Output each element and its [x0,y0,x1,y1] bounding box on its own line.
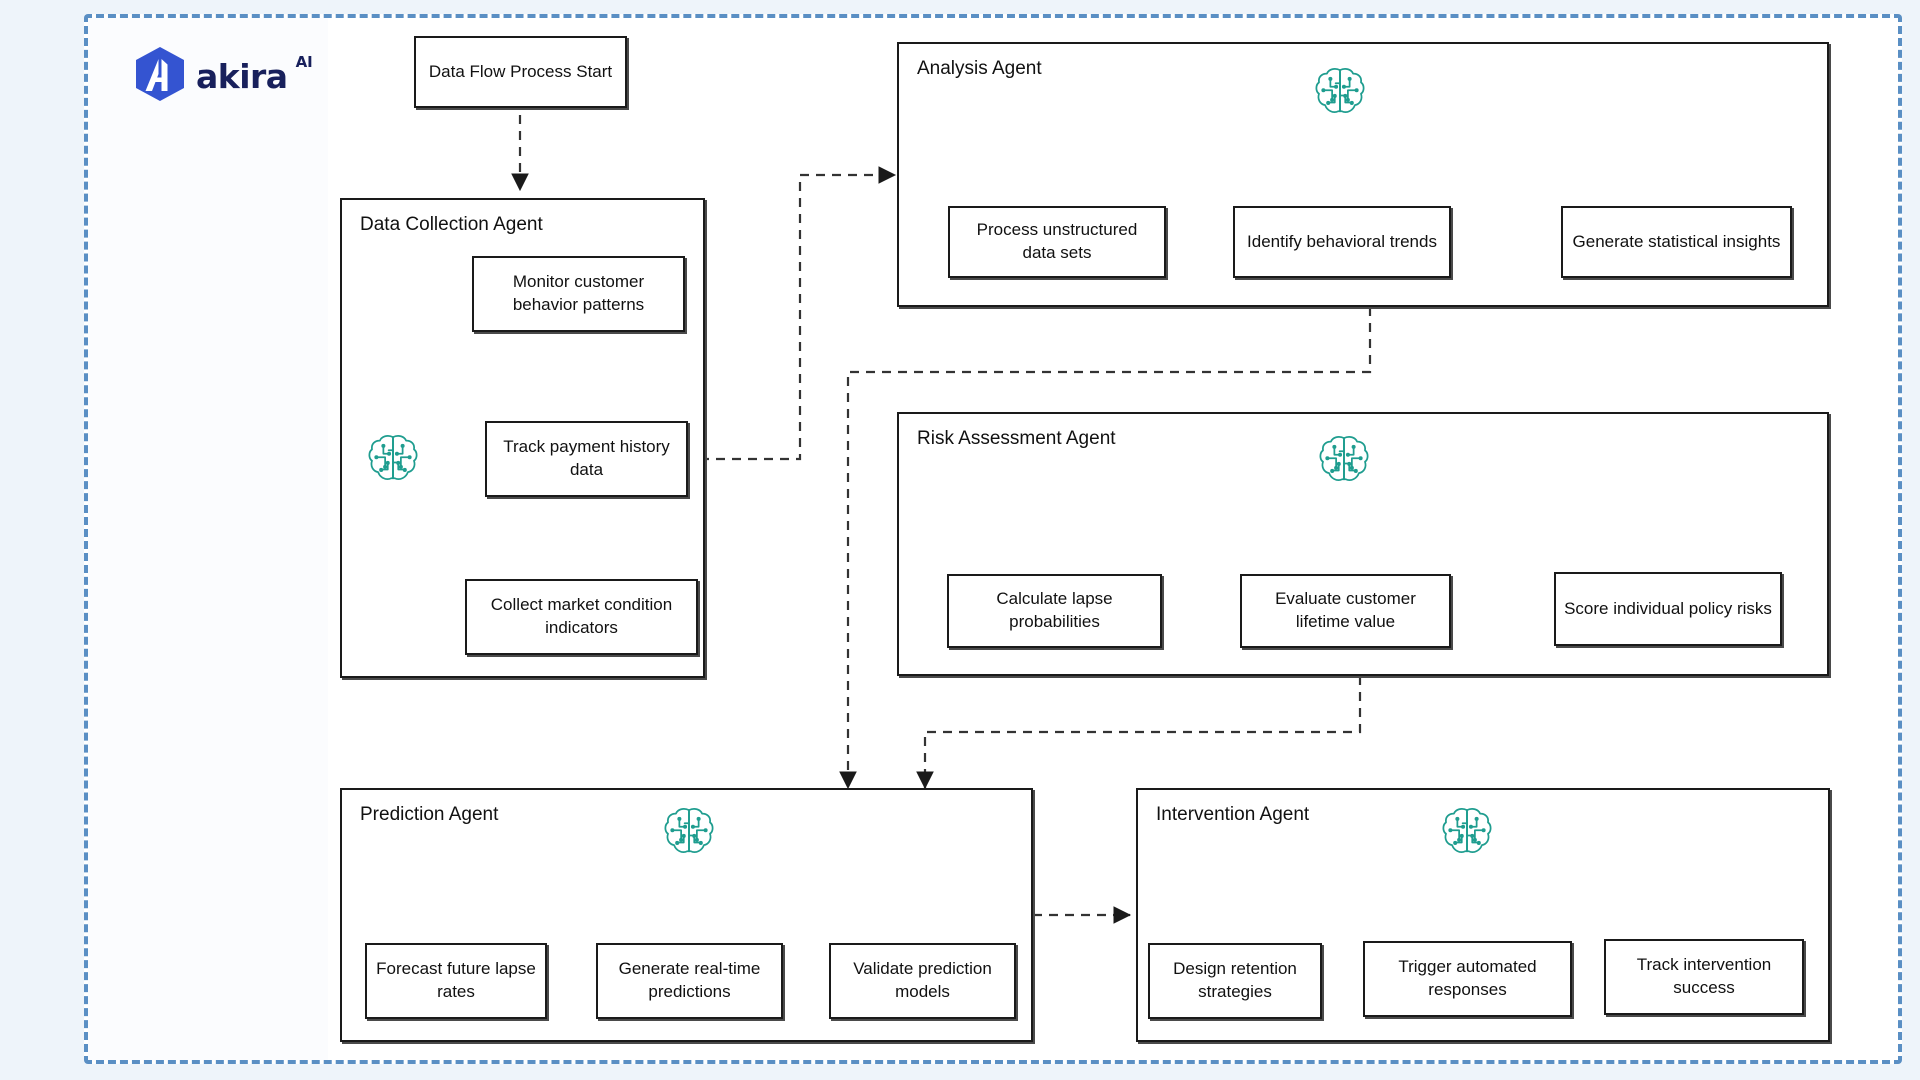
task-label: Validate prediction models [853,959,992,1001]
task-track-payment-history[interactable]: Track payment history data [485,421,688,497]
task-identify-behavioral-trends[interactable]: Identify behavioral trends [1233,206,1451,278]
task-process-unstructured-data[interactable]: Process unstructured data sets [948,206,1166,278]
task-label: Evaluate customer lifetime value [1275,589,1416,631]
akira-hexagon-logo-icon [134,46,186,102]
task-design-retention-strategies[interactable]: Design retention strategies [1148,943,1322,1019]
logo-wordmark: akira [196,56,288,96]
task-forecast-future-lapse-rates[interactable]: Forecast future lapse rates [365,943,547,1019]
task-trigger-automated-responses[interactable]: Trigger automated responses [1363,941,1572,1017]
task-label: Design retention strategies [1173,959,1297,1001]
task-label: Process unstructured data sets [976,220,1138,262]
task-collect-market-conditions[interactable]: Collect market condition indicators [465,579,698,655]
task-track-intervention-success[interactable]: Track intervention success [1604,939,1804,1015]
logo-superscript: AI [295,53,313,71]
task-label: Trigger automated responses [1398,957,1537,999]
ai-brain-icon-intervention [1439,804,1495,860]
node-label: Data Flow Process Start [428,61,613,81]
task-label: Generate statistical insights [1572,231,1781,251]
agent-title: Risk Assessment Agent [917,428,1116,449]
ai-brain-icon-prediction [661,804,717,860]
task-label: Identify behavioral trends [1247,231,1437,251]
ai-brain-icon-risk-assessment [1316,432,1372,488]
task-score-individual-policy-risks[interactable]: Score individual policy risks [1554,572,1782,646]
task-label: Calculate lapse probabilities [996,589,1113,631]
task-label: Score individual policy risks [1564,598,1772,618]
agent-title: Intervention Agent [1156,804,1310,825]
akira-ai-logo: akira AI [134,46,315,102]
task-evaluate-customer-lifetime-value[interactable]: Evaluate customer lifetime value [1240,574,1451,648]
ai-brain-icon-data-collection [365,431,421,487]
task-generate-realtime-predictions[interactable]: Generate real-time predictions [596,943,783,1019]
task-label: Collect market condition indicators [490,595,673,637]
task-label: Track payment history data [503,437,670,479]
ai-brain-icon-analysis [1312,64,1368,120]
task-label: Forecast future lapse rates [376,959,536,1001]
agent-title: Data Collection Agent [360,214,543,235]
task-label: Generate real-time predictions [618,959,761,1001]
task-label: Track intervention success [1636,955,1772,997]
task-generate-statistical-insights[interactable]: Generate statistical insights [1561,206,1792,278]
task-validate-prediction-models[interactable]: Validate prediction models [829,943,1016,1019]
task-calculate-lapse-probabilities[interactable]: Calculate lapse probabilities [947,574,1162,648]
node-data-flow-process-start[interactable]: Data Flow Process Start [414,36,627,108]
task-label: Monitor customer behavior patterns [512,272,645,314]
agent-title: Prediction Agent [360,804,499,825]
task-monitor-customer-behavior[interactable]: Monitor customer behavior patterns [472,256,685,332]
agent-title: Analysis Agent [917,58,1042,79]
